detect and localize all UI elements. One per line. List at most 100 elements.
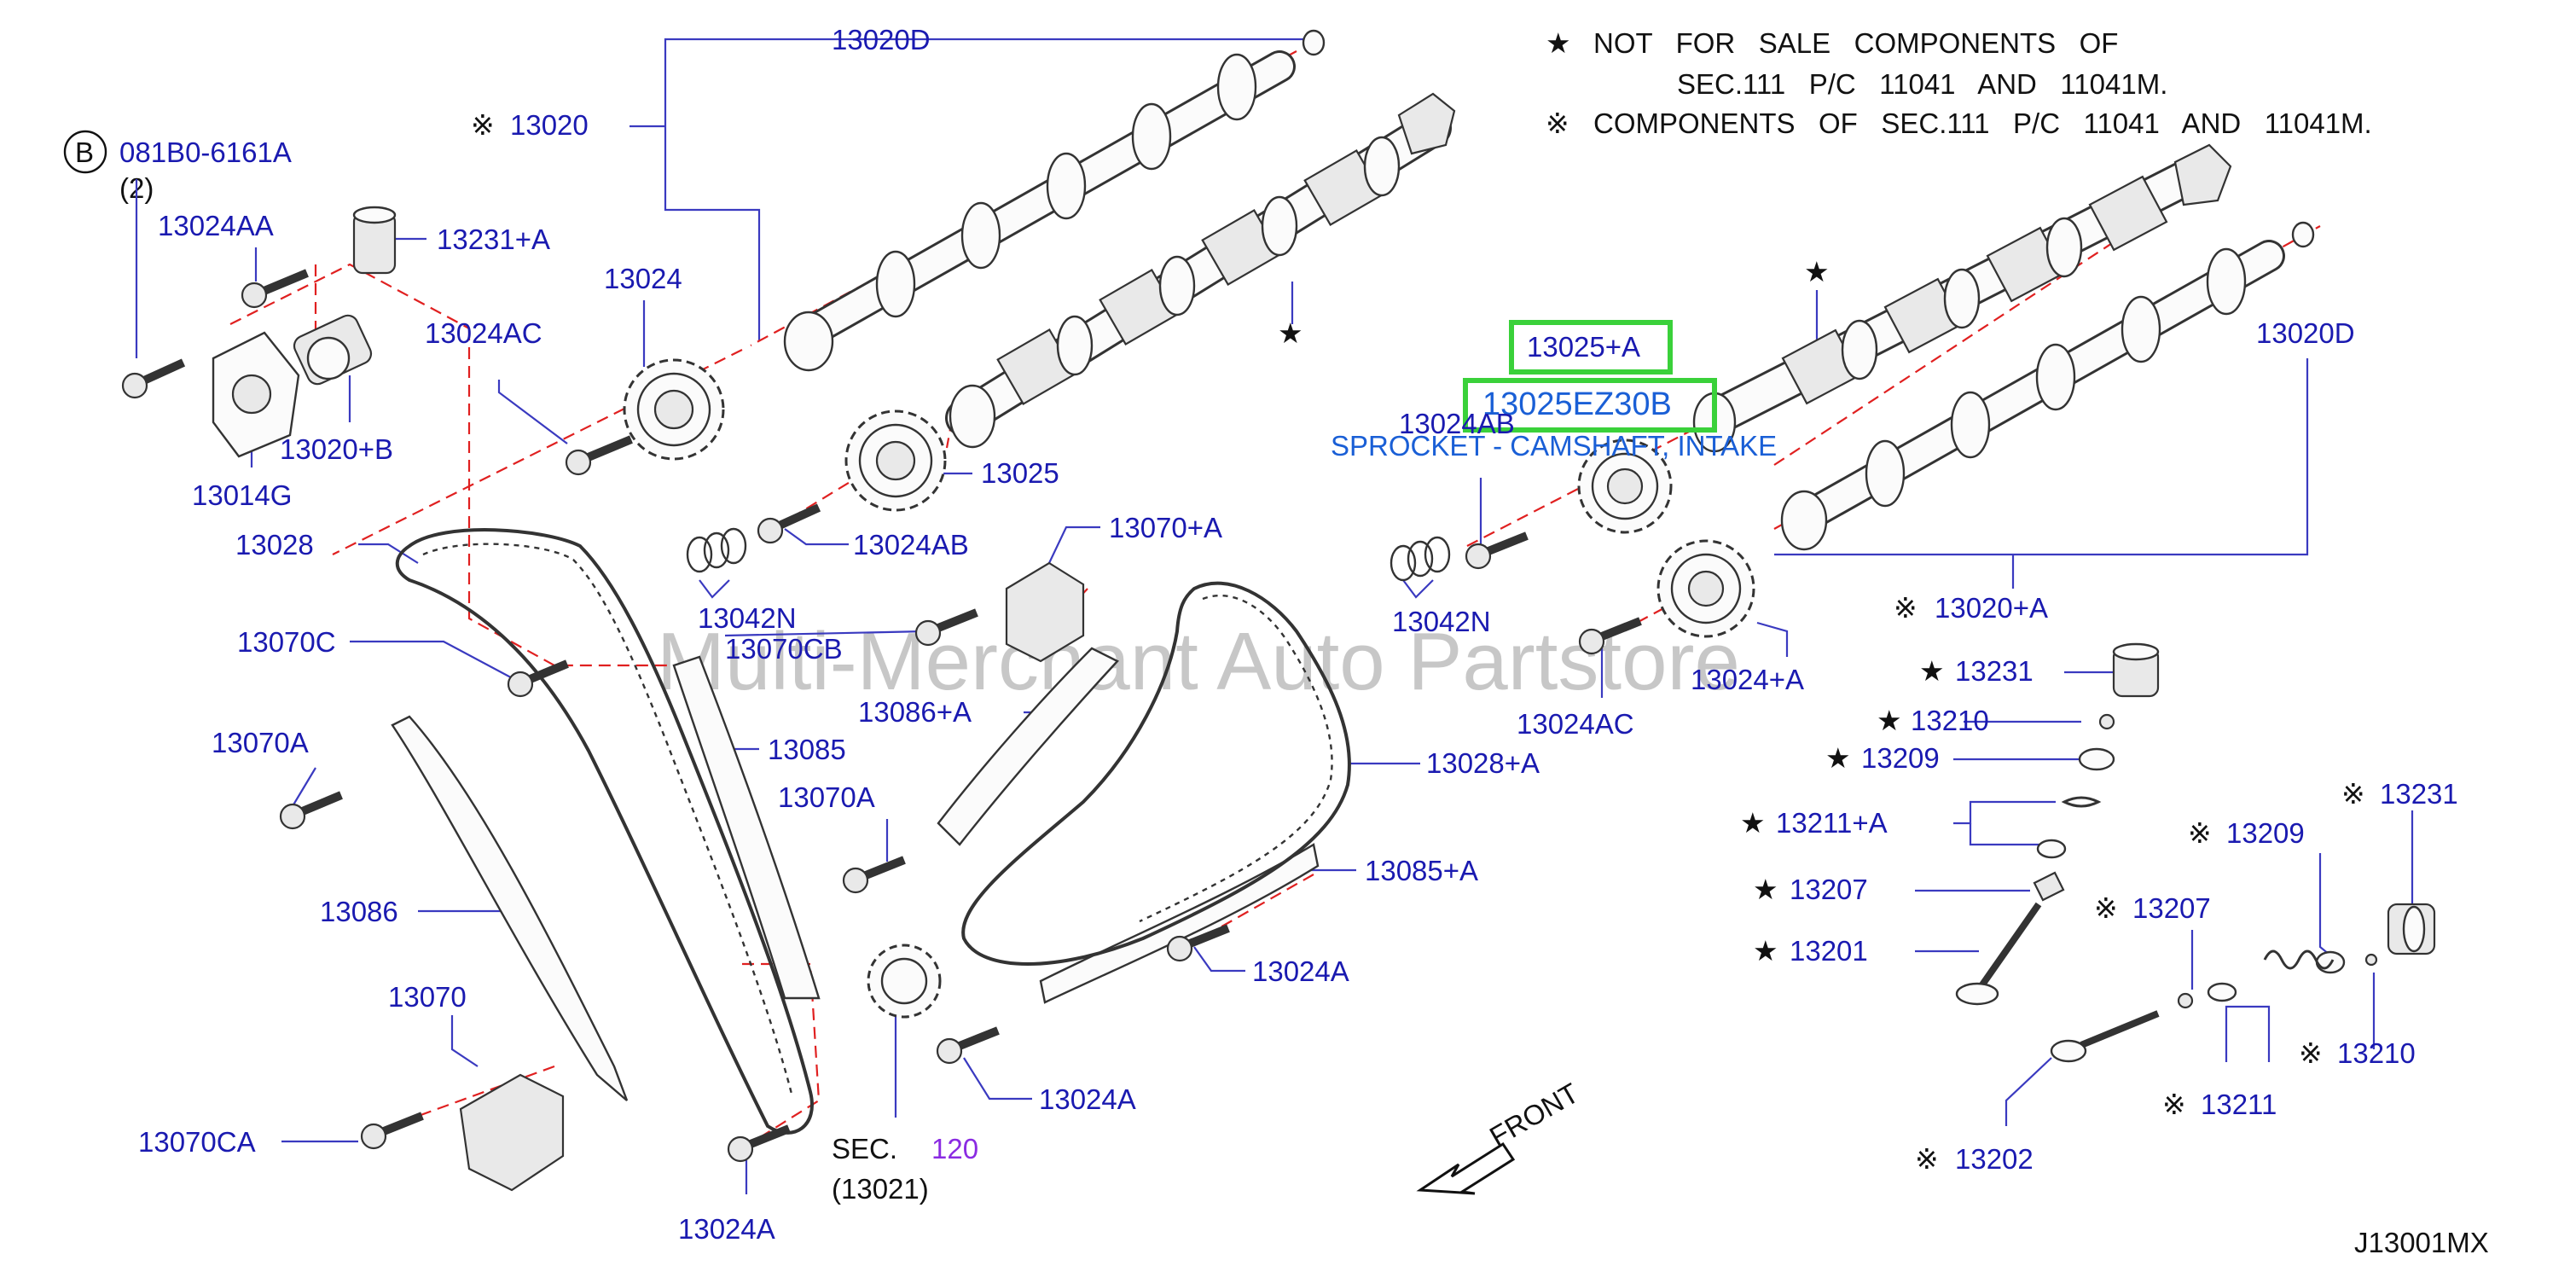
label-13231-right[interactable]: 13231 [2380, 778, 2458, 810]
label-13211A[interactable]: 13211+A [1776, 807, 1888, 839]
label-13024[interactable]: 13024 [604, 263, 682, 294]
label-13042N-right[interactable]: 13042N [1392, 606, 1491, 637]
selection-highlight[interactable]: 13025+A 13025EZ30B SPROCKET - CAMSHAFT, … [1331, 320, 1777, 462]
highlight-box-13025A[interactable] [1509, 320, 1673, 375]
note-star-symbol: ★ [1546, 27, 1571, 59]
label-13070CA[interactable]: 13070CA [138, 1126, 256, 1158]
leader-lines [135, 38, 2414, 1194]
bolt-13070A-mid [842, 856, 906, 894]
label-13024A-plus[interactable]: 13024+A [1691, 664, 1804, 695]
label-13024A-bottom[interactable]: 13024A [678, 1213, 775, 1245]
timing-chain-13028 [395, 528, 814, 1135]
sprocket-13024 [623, 358, 725, 461]
label-13210[interactable]: 13210 [1911, 705, 1989, 736]
label-13070A-left[interactable]: 13070A [212, 727, 309, 758]
label-13028A[interactable]: 13028+A [1426, 747, 1540, 779]
label-13086A[interactable]: 13086+A [858, 696, 972, 728]
bolt-13024A-lower [936, 1026, 1000, 1065]
label-13070CB[interactable]: 13070CB [725, 633, 843, 665]
sprocket-13024-plus-a [1656, 539, 1755, 638]
bolt-13070CA [360, 1112, 424, 1150]
label-13042N-left[interactable]: 13042N [698, 602, 797, 634]
sec-number[interactable]: 120 [931, 1133, 978, 1164]
label-13020D-top[interactable]: 13020D [832, 24, 931, 55]
o-rings-13042N-right [1390, 536, 1451, 582]
label-13020A[interactable]: 13020+A [1935, 592, 2048, 624]
ref-13211-right: ※ [2162, 1089, 2186, 1120]
bolt-callout-code[interactable]: 081B0-6161A [119, 136, 292, 168]
valve-train-star [1955, 642, 2160, 1006]
valve-train-ref [2050, 903, 2436, 1063]
note-line-1: NOT FOR SALE COMPONENTS OF [1593, 27, 2118, 59]
label-13207-right[interactable]: 13207 [2132, 892, 2211, 924]
label-13025[interactable]: 13025 [981, 457, 1059, 489]
bolt-callout-circle [63, 130, 107, 174]
notes-block: ★ NOT FOR SALE COMPONENTS OF SEC.111 P/C… [1546, 27, 2372, 139]
label-13210-right[interactable]: 13210 [2337, 1037, 2416, 1069]
bolt-13024A-bottom [727, 1124, 791, 1163]
label-13211-right[interactable]: 13211 [2201, 1089, 2277, 1120]
label-13070C[interactable]: 13070C [237, 626, 336, 658]
ref-13210-right: ※ [2299, 1037, 2323, 1069]
label-13024AA[interactable]: 13024AA [158, 210, 274, 241]
actuator-13020B [293, 314, 373, 386]
label-13209-right[interactable]: 13209 [2226, 817, 2305, 849]
label-13028[interactable]: 13028 [235, 529, 314, 560]
label-13085[interactable]: 13085 [768, 734, 846, 765]
part-number-13025EZ30B[interactable]: 13025EZ30B [1482, 386, 1672, 422]
label-13020[interactable]: 13020 [510, 109, 589, 141]
bolt-callout[interactable]: B 081B0-6161A (2) [63, 130, 292, 204]
label-13202[interactable]: 13202 [1955, 1143, 2034, 1175]
label-13024A-mid[interactable]: 13024A [1252, 955, 1349, 987]
label-13024AB-left[interactable]: 13024AB [853, 529, 969, 560]
bolt-13024AC-left [565, 435, 633, 476]
label-13024AC-left[interactable]: 13024AC [425, 317, 542, 349]
bolt-081B0 [121, 358, 186, 399]
label-13024A-lower[interactable]: 13024A [1039, 1083, 1136, 1115]
label-13085A[interactable]: 13085+A [1365, 855, 1478, 886]
ref-13202: ※ [1915, 1143, 1939, 1175]
star-13211A: ★ [1740, 807, 1766, 839]
label-13070A-mid[interactable]: 13070A [778, 781, 875, 813]
label-13024AC-right[interactable]: 13024AC [1517, 708, 1634, 740]
sec-reference[interactable]: SEC. 120 (13021) [832, 1133, 978, 1205]
label-13231[interactable]: 13231 [1955, 655, 2034, 687]
star-camshaft-left: ★ [1278, 317, 1303, 349]
sprocket-13025-plus-a[interactable] [1577, 438, 1673, 534]
tensioner-13070 [459, 1073, 565, 1192]
sec-sub: (13021) [832, 1173, 929, 1205]
label-13025A[interactable]: 13025+A [1527, 331, 1640, 363]
label-13070A-top[interactable]: 13070+A [1109, 512, 1222, 543]
label-13209[interactable]: 13209 [1861, 742, 1940, 774]
watermark-text: Multi-Merchant Auto Partstore [657, 616, 1740, 707]
sec-prefix: SEC. [832, 1133, 897, 1164]
star-camshaft-right: ★ [1804, 256, 1830, 287]
chain-guide-13085 [672, 655, 821, 1000]
note-ref-symbol: ※ [1546, 107, 1569, 139]
bolt-13070A-left [279, 791, 343, 830]
ref-13020: ※ [471, 109, 495, 141]
bolt-13024AC-right [1578, 617, 1642, 655]
ref-13231-right: ※ [2341, 778, 2365, 810]
label-13207[interactable]: 13207 [1790, 874, 1868, 905]
o-rings-13042N-left [686, 527, 747, 573]
label-13024AB-right[interactable]: 13024AB [1399, 408, 1515, 439]
label-13231A[interactable]: 13231+A [437, 224, 550, 255]
bolt-13024AB-right [1465, 531, 1529, 570]
tappet-13231A [352, 206, 397, 275]
sprocket-13025 [844, 409, 947, 512]
part-labels[interactable]: 13020D ※ 13020 13024AA 13231+A 13024 130… [138, 24, 2458, 1245]
label-13014G[interactable]: 13014G [192, 479, 292, 511]
camshaft-exhaust-left [783, 29, 1326, 372]
bolt-13024AB-left [757, 503, 821, 544]
oil-seal-13014G [212, 331, 300, 458]
label-13020D-right[interactable]: 13020D [2256, 317, 2355, 349]
label-13201[interactable]: 13201 [1790, 935, 1868, 967]
bolt-13070C [507, 659, 569, 698]
label-13070[interactable]: 13070 [388, 981, 467, 1013]
bolt-13070CB [914, 608, 978, 647]
timing-chain-13028A [961, 581, 1351, 966]
label-13020B[interactable]: 13020+B [280, 433, 393, 465]
label-13086[interactable]: 13086 [320, 896, 398, 927]
highlight-box-13025EZ30B[interactable] [1463, 378, 1717, 433]
